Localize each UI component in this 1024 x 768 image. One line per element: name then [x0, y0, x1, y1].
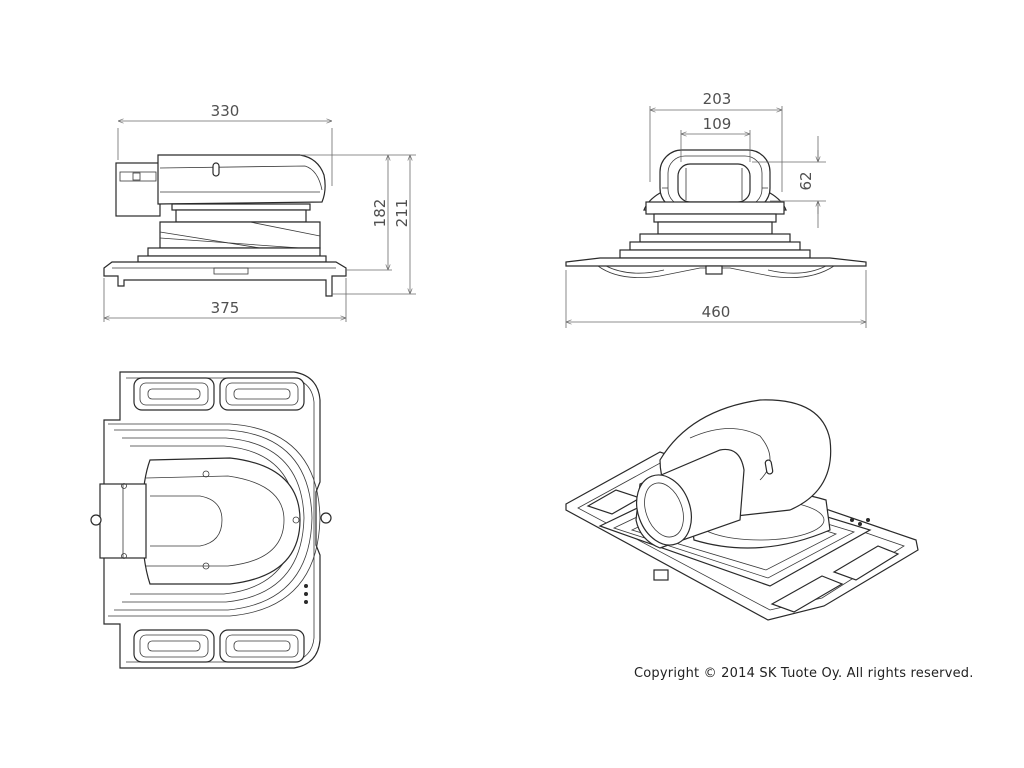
side-view	[103, 154, 347, 297]
dim-side-height-a: 182	[371, 199, 389, 228]
dim-front-inner-width: 109	[703, 115, 732, 133]
isometric-view	[565, 399, 919, 621]
dim-front-base-width: 460	[702, 303, 731, 321]
copyright-notice: Copyright © 2014 SK Tuote Oy. All rights…	[634, 666, 974, 681]
dim-side-height-b: 211	[393, 199, 411, 228]
top-view	[90, 371, 332, 669]
front-view-dimensions: 203 109 62 460	[565, 90, 867, 328]
front-view	[565, 149, 867, 278]
dim-front-opening-height: 62	[797, 171, 815, 190]
dim-side-base-width: 375	[211, 299, 240, 317]
dim-front-outer-width: 203	[703, 90, 732, 108]
side-view-dimensions: 330 182 211 375	[103, 102, 416, 322]
dim-side-width: 330	[211, 102, 240, 120]
